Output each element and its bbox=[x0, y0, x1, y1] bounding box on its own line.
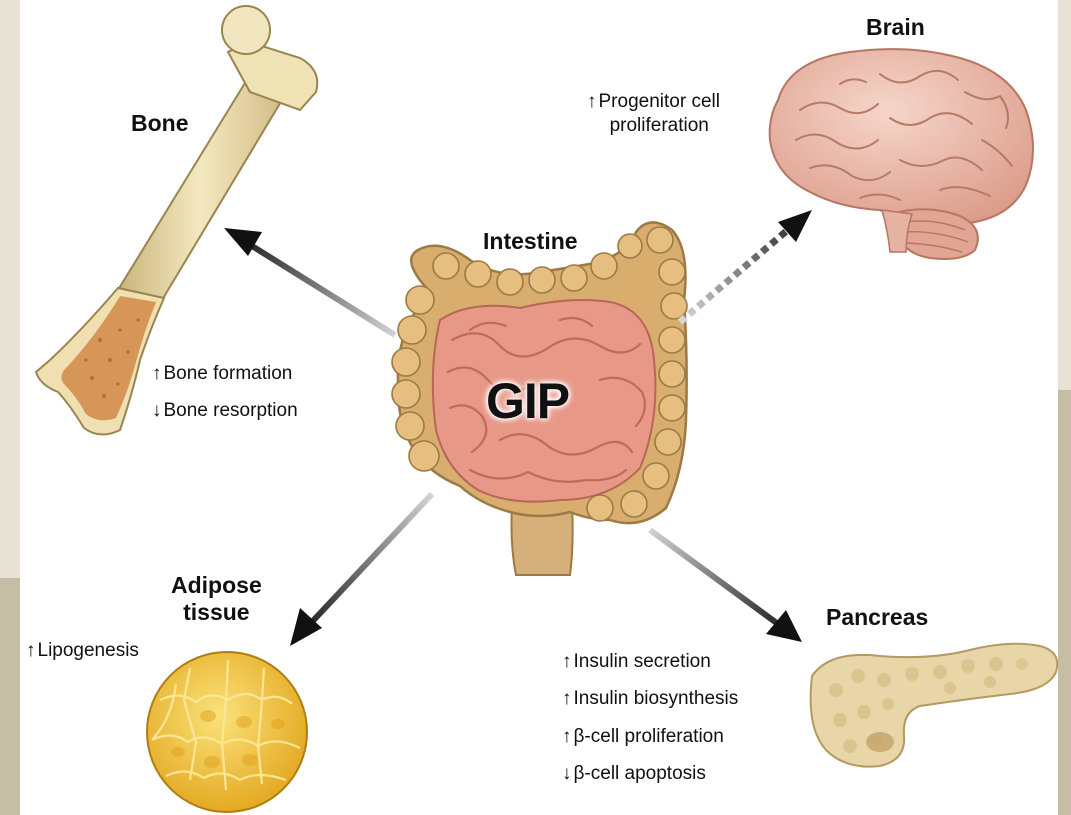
effect-text: β-cell apoptosis bbox=[574, 763, 706, 785]
effect-text: Insulin biosynthesis bbox=[574, 688, 739, 710]
effect-text: Lipogenesis bbox=[38, 640, 139, 662]
up-arrow-icon: ↑ bbox=[562, 688, 572, 710]
arrow-to-bone bbox=[224, 228, 395, 335]
pancreas-label: Pancreas bbox=[826, 604, 928, 631]
arrow-to-pancreas bbox=[650, 530, 802, 642]
arrow-to-brain bbox=[680, 210, 812, 322]
pancreas-effect-insulin-secretion: ↑ Insulin secretion bbox=[562, 647, 711, 677]
adipose-label-line1: Adipose bbox=[171, 572, 262, 599]
adipose-label: Adipose tissue bbox=[171, 572, 262, 626]
adipose-label-line2: tissue bbox=[171, 599, 262, 626]
arrow-to-adipose bbox=[290, 494, 432, 646]
intestine-label: Intestine bbox=[483, 228, 578, 255]
bone-effect-resorption: ↓ Bone resorption bbox=[152, 396, 298, 426]
gip-hormone-label: GIP bbox=[486, 372, 569, 430]
effect-text: Bone resorption bbox=[164, 400, 298, 422]
up-arrow-icon: ↑ bbox=[562, 651, 572, 673]
brain-effect-progenitor: ↑ Progenitor cell proliferation bbox=[587, 90, 720, 138]
effect-text: Bone formation bbox=[164, 363, 293, 385]
brain-illustration bbox=[770, 49, 1033, 259]
up-arrow-icon: ↑ bbox=[152, 363, 162, 385]
up-arrow-icon: ↑ bbox=[562, 726, 572, 748]
bone-effect-formation: ↑ Bone formation bbox=[152, 359, 292, 389]
pancreas-effect-beta-proliferation: ↑ β-cell proliferation bbox=[562, 722, 724, 752]
bone-label: Bone bbox=[131, 110, 189, 137]
pancreas-effect-beta-apoptosis: ↓ β-cell apoptosis bbox=[562, 759, 706, 789]
adipose-effect-lipogenesis: ↑ Lipogenesis bbox=[26, 636, 139, 666]
effect-text: Insulin secretion bbox=[574, 651, 711, 673]
down-arrow-icon: ↓ bbox=[152, 400, 162, 422]
effect-text-line2: proliferation bbox=[610, 114, 709, 138]
effect-text: Progenitor cell proliferation bbox=[599, 90, 720, 138]
adipose-illustration bbox=[147, 652, 307, 812]
pancreas-illustration bbox=[811, 644, 1058, 767]
pancreas-effect-insulin-biosynthesis: ↑ Insulin biosynthesis bbox=[562, 684, 738, 714]
up-arrow-icon: ↑ bbox=[26, 640, 36, 662]
down-arrow-icon: ↓ bbox=[562, 763, 572, 785]
up-arrow-icon: ↑ bbox=[587, 90, 597, 114]
effect-text-line1: Progenitor cell bbox=[599, 90, 720, 114]
effect-text: β-cell proliferation bbox=[574, 726, 724, 748]
brain-label: Brain bbox=[866, 14, 925, 41]
